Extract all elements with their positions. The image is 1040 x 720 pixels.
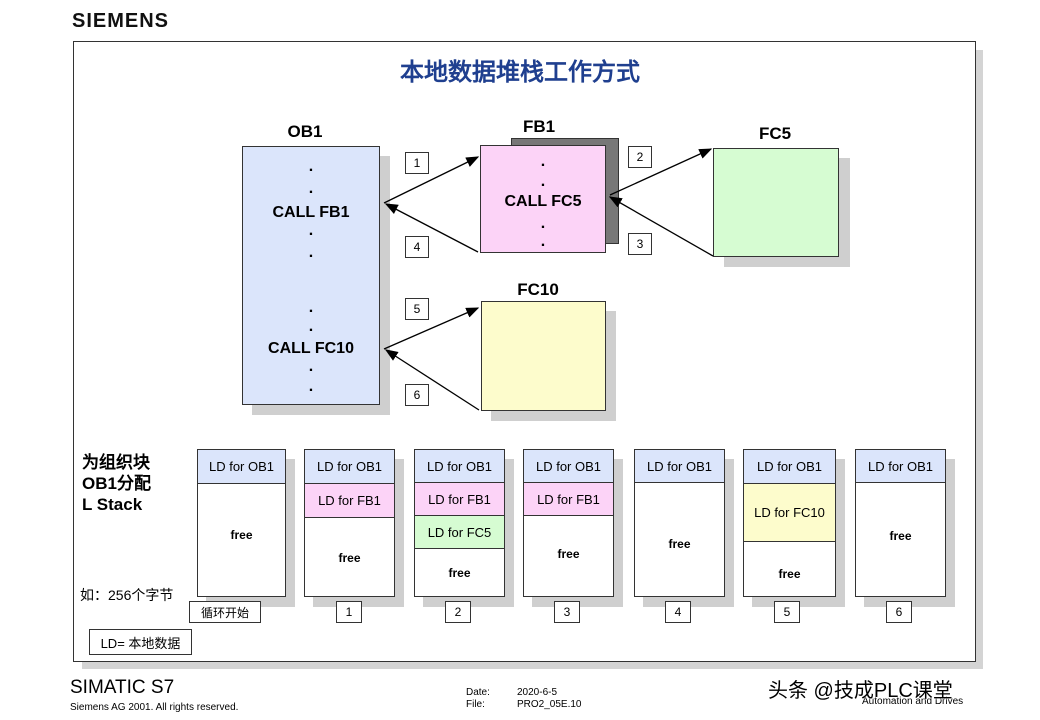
step-label-start: 循环开始 (189, 601, 261, 623)
fc10-block-name: FC10 (517, 280, 559, 299)
lstack-step-6: LD for OB1 free (855, 449, 946, 597)
step-label-1: 1 (336, 601, 362, 623)
fb1-dot: . (540, 153, 546, 170)
ob1-call-fc10: CALL FC10 (268, 340, 354, 357)
lstack-step-1: LD for OB1 LD for FB1 free (304, 449, 395, 597)
segment-ld-ob1: LD for OB1 (744, 450, 835, 484)
ob1-call-fb1: CALL FB1 (272, 204, 350, 221)
siemens-logo: SIEMENS (72, 10, 170, 32)
ob1-dot: . (308, 222, 314, 239)
segment-ld-fc5: LD for FC5 (415, 516, 504, 549)
ob1-dot: . (308, 318, 314, 335)
segment-ld-fb1: LD for FB1 (415, 483, 504, 516)
ob1-dot: . (308, 244, 314, 261)
size-note: 如：256个字节 (80, 587, 174, 603)
free-label: free (338, 551, 361, 565)
footer-file-label: File: (466, 699, 485, 710)
ob1-dot: . (308, 358, 314, 375)
arrow-number-3: 3 (628, 233, 652, 255)
arrow-number-1: 1 (405, 152, 429, 174)
free-label: free (448, 566, 471, 580)
ob1-block: . . CALL FB1 . . . . CALL FC10 . . (242, 146, 380, 405)
step-label-5: 5 (774, 601, 800, 623)
lstack-step-2: LD for OB1 LD for FB1 LD for FC5 free (414, 449, 505, 597)
arrow-1 (383, 156, 480, 204)
side-label-line: OB1分配 (82, 474, 151, 493)
watermark: 头条 @技成PLC课堂 (768, 680, 953, 702)
fc5-block-name: FC5 (758, 124, 792, 143)
free-label: free (557, 547, 580, 561)
arrow-2 (609, 148, 713, 196)
fb1-dot: . (540, 215, 546, 232)
footer-date-label: Date: (466, 687, 490, 698)
arrow-number-5: 5 (405, 298, 429, 320)
segment-ld-ob1: LD for OB1 (415, 450, 504, 483)
lstack-cycle-start: LD for OB1 free (197, 449, 286, 597)
segment-ld-ob1: LD for OB1 (305, 450, 394, 484)
segment-ld-fb1: LD for FB1 (305, 484, 394, 518)
fc10-block (481, 301, 606, 411)
arrow-number-4: 4 (405, 236, 429, 258)
segment-ld-ob1: LD for OB1 (635, 450, 724, 483)
side-label-line: 为组织块 (82, 453, 150, 472)
ob1-dot: . (308, 180, 314, 197)
ob1-dot: . (308, 299, 314, 316)
arrow-3 (608, 196, 714, 257)
step-label-4: 4 (665, 601, 691, 623)
free-label: free (230, 528, 253, 542)
step-label-2: 2 (445, 601, 471, 623)
slide-title: 本地数据堆栈工作方式 (400, 57, 640, 86)
segment-ld-ob1: LD for OB1 (856, 450, 945, 483)
segment-ld-ob1: LD for OB1 (198, 450, 285, 484)
lstack-step-3: LD for OB1 LD for FB1 free (523, 449, 614, 597)
lstack-step-4: LD for OB1 free (634, 449, 725, 597)
side-label-line: L Stack (82, 495, 143, 514)
ob1-block-name: OB1 (287, 122, 323, 141)
step-label-3: 3 (554, 601, 580, 623)
arrow-4 (384, 203, 479, 253)
fb1-call-fc5: CALL FC5 (504, 193, 582, 210)
footer-copyright: Siemens AG 2001. All rights reserved. (70, 702, 239, 713)
arrow-6 (384, 349, 480, 411)
segment-ld-fb1: LD for FB1 (524, 483, 613, 516)
step-label-6: 6 (886, 601, 912, 623)
footer-product: SIMATIC S7 (70, 677, 175, 698)
segment-ld-ob1: LD for OB1 (524, 450, 613, 483)
arrow-number-2: 2 (628, 146, 652, 168)
arrow-number-6: 6 (405, 384, 429, 406)
lstack-side-label: 为组织块 OB1分配 L Stack (82, 452, 151, 515)
free-label: free (889, 529, 912, 543)
footer-file-value: PRO2_05E.10 (517, 699, 582, 710)
fb1-block-name: FB1 (522, 117, 556, 136)
ob1-dot: . (308, 378, 314, 395)
segment-ld-fc10: LD for FC10 (744, 484, 835, 542)
footer-date-value: 2020-6-5 (517, 687, 558, 698)
fc5-block (713, 148, 839, 257)
ob1-dot: . (308, 158, 314, 175)
free-label: free (778, 567, 801, 581)
fb1-dot: . (540, 173, 546, 190)
fb1-dot: . (540, 233, 546, 250)
free-label: free (668, 537, 691, 551)
legend-box: LD= 本地数据 (89, 629, 192, 655)
footer-division: Automation and Drives (862, 696, 964, 707)
arrow-5 (383, 307, 480, 350)
fb1-block: . . CALL FC5 . . (480, 145, 606, 253)
lstack-step-5: LD for OB1 LD for FC10 free (743, 449, 836, 597)
